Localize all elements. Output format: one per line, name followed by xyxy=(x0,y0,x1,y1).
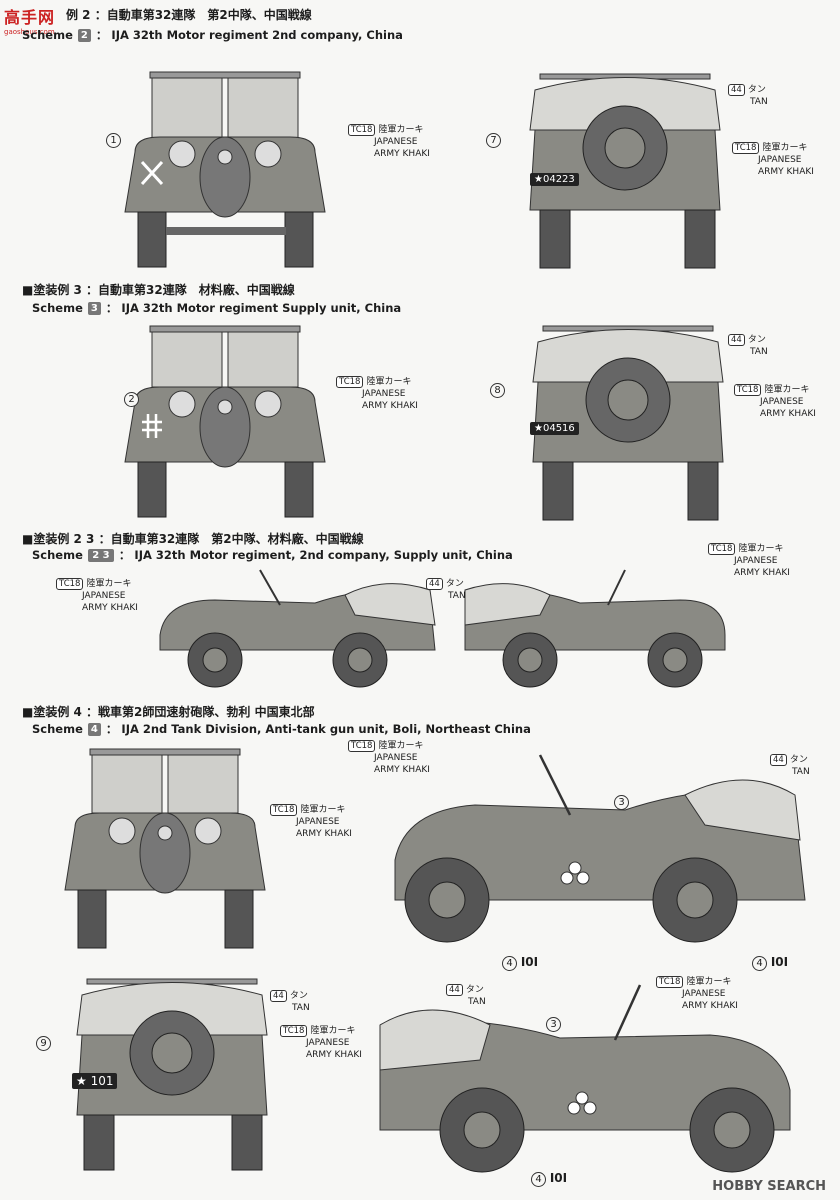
vehicle-large-side-view-2 xyxy=(379,984,791,1173)
callout-4-marking: 4 I0I xyxy=(752,956,788,971)
license-plate-04516: ★04516 xyxy=(530,422,579,435)
callout-4-marking: 4 I0I xyxy=(502,956,538,971)
scheme-desc: ： IJA 32th Motor regiment 2nd company, C… xyxy=(95,28,403,42)
vehicle-front-view-2 xyxy=(124,325,326,518)
vehicle-front-view-3 xyxy=(64,748,266,949)
brand-watermark: HOBBY SEARCH xyxy=(712,1179,826,1194)
vehicle-rear-view-3 xyxy=(76,978,268,1171)
scheme-3-title-en: Scheme 3 ： IJA 32th Motor regiment Suppl… xyxy=(32,301,402,315)
scheme-23-title-en: Scheme 2 3 ： IJA 32th Motor regiment, 2n… xyxy=(32,548,513,562)
callout-3: 3 xyxy=(546,1012,561,1032)
vehicle-front-view-1 xyxy=(124,71,326,268)
vehicle-rear-view-1 xyxy=(529,73,721,269)
callout-7: 7 xyxy=(486,128,501,148)
callout-8: 8 xyxy=(490,378,505,398)
scheme-2-title-en: Scheme 2 ： IJA 32th Motor regiment 2nd c… xyxy=(22,27,403,43)
scheme-23-title-jp: ■塗装例 2 3 ：自動車第32連隊 第2中隊、材料廠、中国戦線 xyxy=(22,532,364,546)
callout-4-marking: 4 I0I xyxy=(531,1172,567,1187)
callout-3: 3 xyxy=(614,790,629,810)
vehicle-right-side-view xyxy=(464,569,726,688)
scheme-number: 2 xyxy=(77,29,91,42)
site-logo: 高手网 gaoshous.com xyxy=(4,4,64,36)
scheme-4-title-jp: ■塗装例 4 ：戦車第2師団速射砲隊、勃利 中国東北部 xyxy=(22,705,315,719)
scheme-2-title-jp: 例 2 ：自動車第32連隊 第2中隊、中国戦線 xyxy=(66,8,312,22)
site-url: gaoshous.com xyxy=(4,28,55,36)
callout-9: 9 xyxy=(36,1031,51,1051)
license-plate-04223: ★04223 xyxy=(530,173,579,186)
scheme-label: Scheme xyxy=(22,28,73,42)
scheme-3-title-jp: ■塗装例 3 ：自動車第32連隊 材料廠、中国戦線 xyxy=(22,283,295,297)
vehicle-left-side-view xyxy=(159,569,436,688)
scheme-4-title-en: Scheme 4 ： IJA 2nd Tank Division, Anti-t… xyxy=(32,722,531,736)
license-plate-101: ★ 101 xyxy=(72,1073,118,1089)
site-name: 高手网 xyxy=(4,8,56,27)
vehicle-rear-view-2 xyxy=(532,325,724,521)
vehicle-large-side-view-1 xyxy=(394,754,806,943)
callout-1: 1 xyxy=(106,128,121,148)
callout-2: 2 xyxy=(124,387,139,407)
